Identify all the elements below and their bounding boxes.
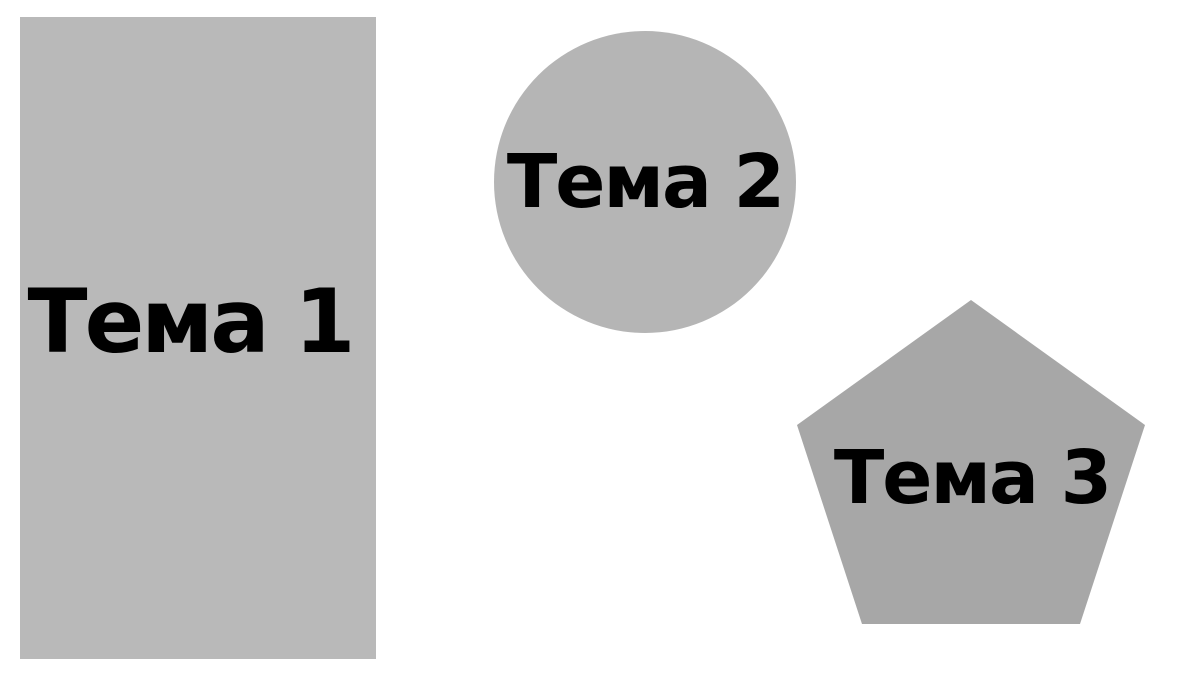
topic-1-label: Тема 1: [27, 270, 356, 373]
topic-2-label: Тема 2: [506, 139, 785, 225]
topic-1-rectangle: [20, 17, 376, 659]
topic-2-circle: [494, 31, 796, 333]
topic-3-pentagon: [797, 300, 1145, 624]
topic-3-label: Тема 3: [833, 435, 1112, 521]
